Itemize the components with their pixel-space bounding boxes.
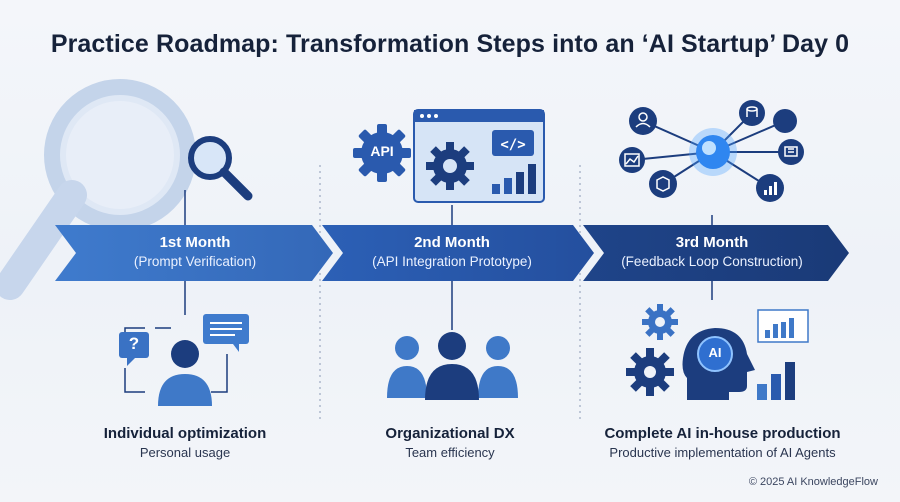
magnifier-icon	[188, 136, 253, 201]
question-badge: ?	[128, 334, 140, 353]
api-badge-label: API	[370, 143, 394, 159]
phase-3-month: 3rd Month	[675, 234, 749, 251]
outcome-3-title: Complete AI in-house production	[604, 425, 841, 442]
phase-3-label: 3rd Month (Feedback Loop Construction)	[596, 234, 828, 269]
phase-2-month: 2nd Month	[414, 234, 490, 251]
outcome-1: Individual optimization Personal usage	[60, 425, 310, 460]
individual-user-icon	[119, 314, 249, 406]
network-hub-icon	[619, 100, 804, 202]
team-icon	[387, 332, 518, 400]
phase-1-month: 1st Month	[159, 234, 231, 251]
phase-arrow-3	[583, 225, 849, 281]
svg-text:</>: </>	[500, 137, 525, 153]
phase-1-subtitle: (Prompt Verification)	[133, 254, 257, 269]
phase-1-label: 1st Month (Prompt Verification)	[80, 234, 310, 269]
outcome-3: Complete AI in-house production Producti…	[585, 425, 860, 460]
api-gear-icon	[353, 124, 411, 182]
ai-badge: AI	[708, 345, 722, 360]
copyright-text: © 2025 AI KnowledgeFlow	[748, 476, 878, 488]
background-magnifier-icon	[0, 79, 196, 300]
ai-agent-icon	[626, 304, 809, 400]
phase-3-subtitle: (Feedback Loop Construction)	[621, 254, 803, 269]
outcome-1-title: Individual optimization	[103, 425, 267, 442]
phase-arrow-1	[55, 225, 333, 281]
api-window-icon: </>	[413, 109, 545, 203]
page-title: Practice Roadmap: Transformation Steps i…	[50, 30, 850, 58]
phase-2-label: 2nd Month (API Integration Prototype)	[337, 234, 567, 269]
phase-2-subtitle: (API Integration Prototype)	[372, 254, 532, 269]
outcome-1-subtitle: Personal usage	[139, 445, 231, 460]
outcome-2-subtitle: Team efficiency	[405, 445, 495, 460]
phase-arrow-2	[322, 225, 594, 281]
outcome-2: Organizational DX Team efficiency	[335, 425, 565, 460]
outcome-2-title: Organizational DX	[385, 425, 515, 442]
outcome-3-subtitle: Productive implementation of AI Agents	[609, 445, 836, 460]
